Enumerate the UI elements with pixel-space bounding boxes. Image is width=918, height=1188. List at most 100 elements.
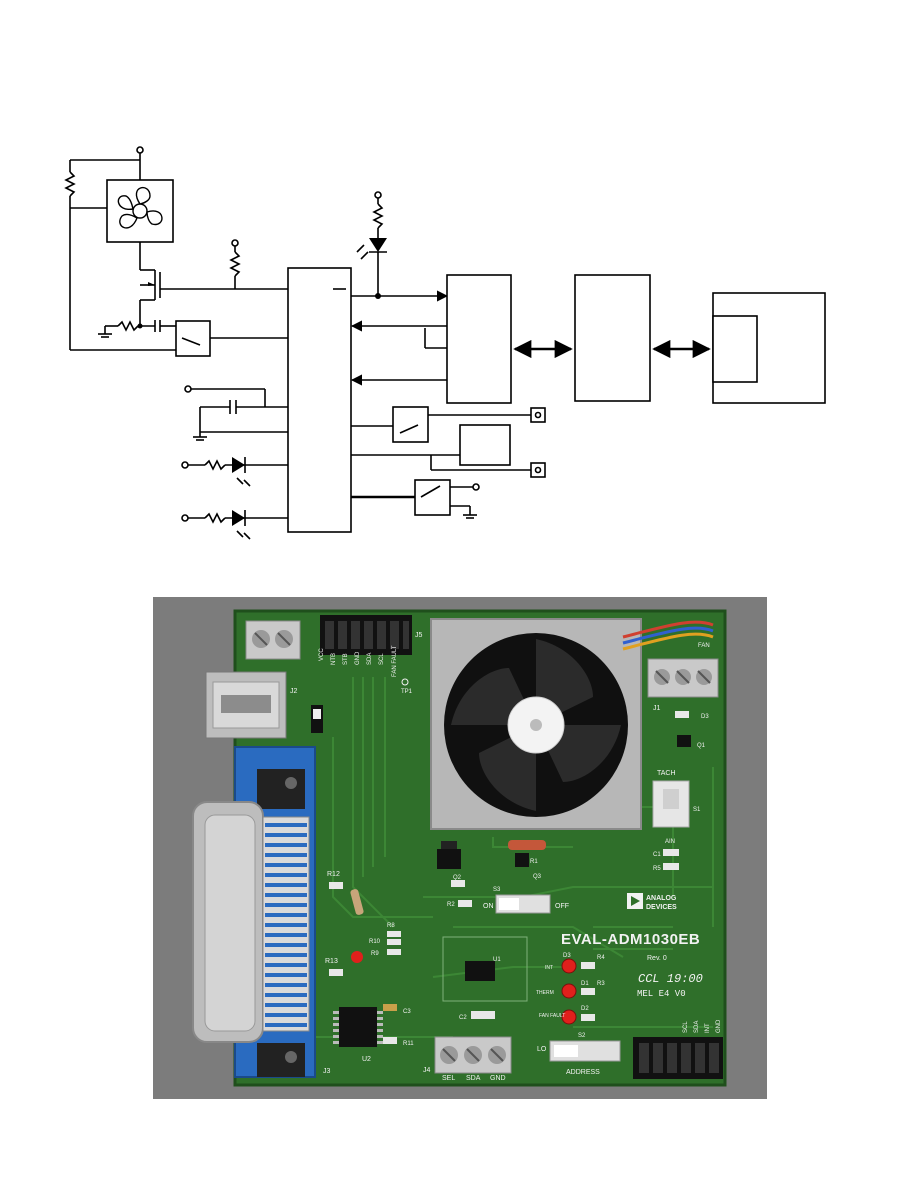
label-tach: TACH: [657, 770, 676, 777]
led-d2: [561, 1009, 577, 1025]
adm1030-chip-area: [442, 936, 528, 1002]
pin-label: SCL: [683, 1021, 689, 1033]
label-q1: Q1: [697, 743, 706, 749]
label-c2: C2: [459, 1015, 467, 1021]
supply-terminal: [231, 239, 239, 247]
label-c3: C3: [403, 1009, 411, 1015]
fan-cable: [622, 620, 714, 639]
label-d3-led: D3: [563, 953, 571, 959]
resistor-r1: [508, 840, 546, 850]
label-u2: U2: [362, 1056, 371, 1063]
led-d3: [561, 958, 577, 974]
supply-terminal: [472, 483, 480, 491]
fan-terminal-block: [647, 658, 719, 698]
board-title: EVAL-ADM1030EB: [561, 931, 700, 948]
label-gnd: GND: [490, 1075, 506, 1082]
resistor-symbol: [372, 203, 384, 229]
label-r13: R13: [325, 958, 338, 965]
label-r4: R4: [597, 955, 605, 961]
controller-block: [287, 267, 352, 533]
resistor-symbol: [204, 459, 226, 471]
label-r5: R5: [653, 866, 661, 872]
label-q2: Q2: [453, 875, 462, 881]
label-off: OFF: [555, 903, 569, 910]
label-j3: J3: [323, 1068, 331, 1075]
handwritten-note-2: MEL E4 V0: [637, 989, 686, 999]
bottom-right-pin-header: [633, 1037, 723, 1079]
interface-block: [446, 274, 512, 404]
led-icon: [232, 510, 245, 526]
pin-label: VCC: [319, 648, 325, 661]
pin-label: STB: [343, 653, 349, 665]
pin-label: SDA: [367, 653, 373, 665]
power-terminal-block: [245, 620, 301, 660]
ic-u1: [465, 961, 495, 981]
label-s3: S3: [493, 887, 501, 893]
label-on: ON: [483, 903, 494, 910]
pin-label: INT: [705, 1023, 711, 1033]
resistor-symbol: [64, 171, 76, 197]
ic-u2: [339, 1007, 377, 1047]
label-j4: J4: [423, 1067, 431, 1074]
pin-label: SCL: [379, 653, 385, 665]
pin-label: GND: [716, 1019, 722, 1033]
handwritten-note: CCL 19:00: [638, 972, 703, 986]
address-switch-s2: [549, 1040, 621, 1062]
pin-label: GND: [355, 651, 361, 665]
pullup-block: [459, 424, 511, 466]
label-s1: S1: [693, 807, 701, 813]
parallel-port-connector: [192, 746, 316, 1078]
label-ain: AIN: [665, 839, 675, 845]
label-j2: J2: [290, 688, 298, 695]
resistor-symbol: [117, 320, 139, 332]
pin-label: FAN FAULT: [392, 645, 398, 677]
label-tp1: TP1: [401, 689, 413, 695]
label-fan-fault: FAN FAULT: [539, 1013, 565, 1019]
led-icon: [369, 238, 387, 252]
label-c1: C1: [653, 852, 661, 858]
supply-terminal: [184, 385, 192, 393]
label-j5: J5: [415, 632, 423, 639]
svg-text:ANALOG: ANALOG: [646, 895, 677, 902]
transistor-q1: [677, 735, 691, 747]
resistor-r12: [350, 889, 364, 915]
block-diagram: [64, 146, 826, 540]
label-s2: S2: [578, 1033, 586, 1039]
label-int: INT: [545, 965, 553, 971]
analog-devices-logo: ANALOG DEVICES: [627, 893, 677, 911]
label-r10: R10: [369, 939, 381, 945]
label-address: ADDRESS: [566, 1069, 600, 1076]
board-revision: Rev. 0: [647, 955, 667, 962]
label-d3: D3: [701, 714, 709, 720]
label-r8: R8: [387, 923, 395, 929]
fan-icon: [430, 618, 642, 830]
led-d1: [561, 983, 577, 999]
address-switch-block: [414, 479, 451, 516]
label-d1: D1: [581, 981, 589, 987]
supply-terminal: [136, 146, 144, 154]
label-sel: SEL: [442, 1075, 455, 1082]
supply-terminal: [374, 191, 382, 199]
label-r11: R11: [403, 1041, 414, 1047]
label-r2: R2: [447, 902, 455, 908]
label-r12: R12: [327, 871, 340, 878]
regulator: [437, 849, 461, 869]
label-sda: SDA: [466, 1075, 481, 1082]
i2c-terminal-block: [434, 1036, 512, 1074]
led-terminal: [181, 461, 189, 469]
board-photo: J5 VCC NTB STB GND SDA SCL FAN FAULT TP1…: [153, 597, 767, 1099]
led-icon: [232, 457, 245, 473]
resistor-symbol: [204, 512, 226, 524]
pin-label: SDA: [694, 1021, 700, 1033]
tach-switch-block: [175, 320, 211, 357]
resistor-symbol: [229, 251, 241, 277]
switch-block: [392, 406, 429, 443]
label-fan: FAN: [698, 643, 710, 649]
indicator-led: [351, 951, 363, 963]
label-lo: LO: [537, 1046, 547, 1053]
label-j1: J1: [653, 705, 661, 712]
fan-icon: [106, 179, 174, 243]
power-switch-s3: [495, 894, 551, 914]
transistor-q3: [515, 853, 529, 867]
led-terminal: [181, 514, 189, 522]
